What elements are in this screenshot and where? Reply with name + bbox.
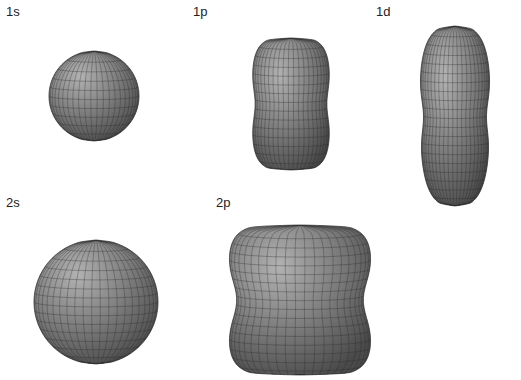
orbital-label: 1p bbox=[193, 5, 207, 19]
orbital-surface bbox=[34, 240, 158, 364]
orbital-label: 2s bbox=[6, 196, 20, 210]
orbital-surface bbox=[253, 38, 330, 170]
orbital-label: 2p bbox=[216, 196, 230, 210]
orbital-surface bbox=[229, 225, 370, 376]
orbital-label: 1s bbox=[6, 5, 20, 19]
orbital-surface bbox=[420, 26, 489, 206]
orbital-label: 1d bbox=[376, 5, 390, 19]
orbital-surface bbox=[49, 51, 139, 141]
